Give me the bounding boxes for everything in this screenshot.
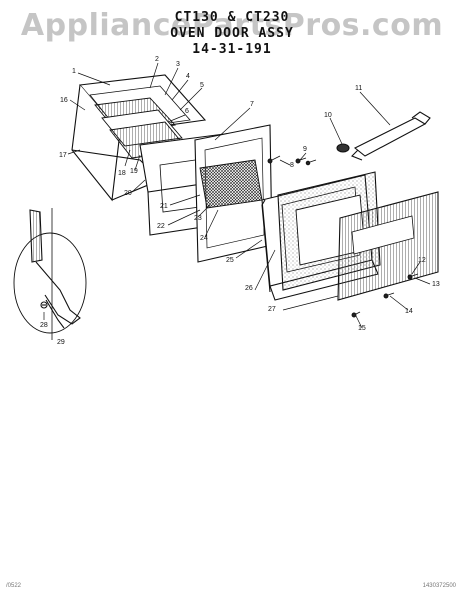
diagram-title-assembly: OVEN DOOR ASSY [170,26,294,41]
door-handle [351,111,431,161]
callout-numbers: 1 2 3 4 5 6 7 8 9 10 11 12 13 14 15 16 1… [40,56,440,346]
callout-1: 1 [72,68,76,75]
screws [267,155,419,318]
callout-25: 25 [226,257,234,264]
callout-17: 17 [59,152,67,159]
callout-14: 14 [405,308,413,315]
footer-code-left: /0522 [6,583,22,589]
footer-code-right: 1430372500 [422,583,456,589]
callout-6: 6 [185,108,189,115]
callout-19: 19 [130,168,138,175]
callout-15: 15 [358,325,366,332]
callout-26: 26 [245,285,253,292]
window-insulation [199,159,263,209]
callout-8: 8 [290,162,294,169]
callout-18: 18 [118,170,126,177]
callout-11: 11 [355,85,362,92]
callout-13: 13 [432,281,440,288]
callout-7: 7 [250,101,254,108]
callout-12: 12 [418,257,426,264]
callout-2: 2 [155,56,159,63]
callout-10: 10 [324,112,332,119]
hinge-detail [13,208,87,340]
callout-21: 21 [160,203,168,210]
callout-28: 28 [40,322,48,329]
callout-5: 5 [200,82,204,89]
callout-29: 29 [57,339,65,346]
diagram-title-models: CT130 & CT230 [174,10,290,25]
callout-9: 9 [303,146,307,153]
diagram-title-part-number: 14-31-191 [192,42,272,57]
callout-16: 16 [60,97,68,104]
callout-3: 3 [176,61,180,68]
callout-27: 27 [268,306,276,313]
callout-4: 4 [186,73,190,80]
callout-24: 24 [200,235,208,242]
leader-lines [43,62,431,329]
callout-22: 22 [157,223,165,230]
handle-cap [336,143,350,153]
callout-20: 20 [124,190,132,197]
callout-23: 23 [194,215,202,222]
